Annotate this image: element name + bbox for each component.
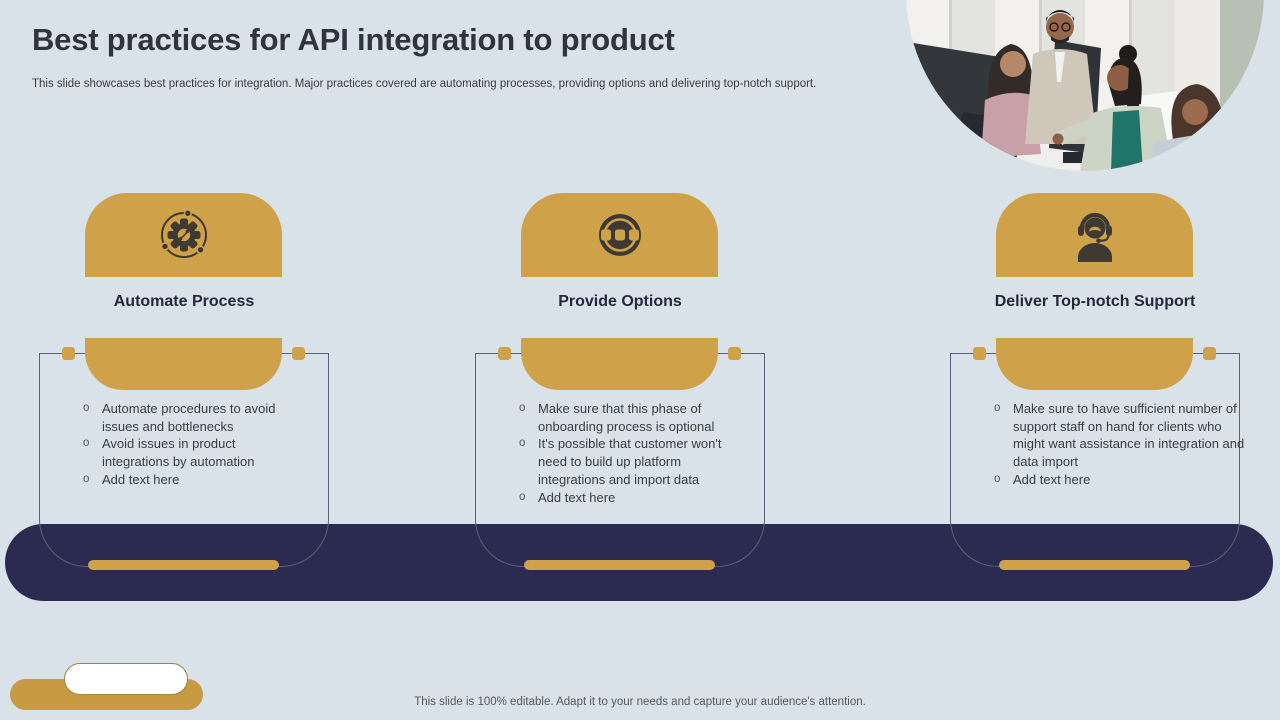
- icon-tab: [85, 193, 282, 277]
- connector-square-right: [292, 347, 305, 360]
- team-collaborating-at-computers-photo: [906, 0, 1264, 171]
- support-agent-headset-icon: [1077, 212, 1112, 262]
- bullet-list: Make sure to have sufficient number of s…: [993, 400, 1245, 489]
- icon-tab: [521, 193, 718, 277]
- bullet-item: Automate procedures to avoid issues and …: [82, 400, 297, 435]
- decorative-white-pill: [64, 663, 188, 695]
- footer-note: This slide is 100% editable. Adapt it to…: [414, 696, 866, 708]
- bullet-item: Make sure that this phase of onboarding …: [518, 400, 733, 435]
- connector-square-right: [728, 347, 741, 360]
- options-icon: [598, 214, 641, 256]
- slide-subtitle: This slide showcases best practices for …: [32, 78, 817, 90]
- page-title: Best practices for API integration to pr…: [32, 22, 675, 57]
- column-heading: Deliver Top-notch Support: [994, 293, 1196, 310]
- gold-underline-bar: [524, 560, 715, 570]
- gear-automation-icon: [160, 209, 207, 258]
- bullet-item: Add text here: [518, 489, 733, 507]
- bullet-list: Make sure that this phase of onboarding …: [518, 400, 733, 506]
- team-photo-circle: [905, 0, 1265, 172]
- gold-underline-bar: [88, 560, 279, 570]
- column-provide-options: Provide Options Make sure that this phas…: [455, 193, 785, 623]
- bullet-item: Add text here: [993, 471, 1245, 489]
- gold-bottom-tab: [85, 338, 282, 390]
- connector-square-left: [62, 347, 75, 360]
- bullet-item: Add text here: [82, 471, 297, 489]
- column-heading: Automate Process: [113, 293, 255, 310]
- column-automate-process: Automate Process Automate procedures to …: [19, 193, 349, 623]
- icon-tab: [996, 193, 1193, 277]
- gold-bottom-tab: [521, 338, 718, 390]
- bullet-item: Avoid issues in product integrations by …: [82, 435, 297, 470]
- column-heading: Provide Options: [558, 293, 682, 310]
- connector-square-left: [973, 347, 986, 360]
- connector-square-left: [498, 347, 511, 360]
- gold-underline-bar: [999, 560, 1190, 570]
- column-deliver-support: Deliver Top-notch Support Make sure to h…: [930, 193, 1260, 623]
- gold-bottom-tab: [996, 338, 1193, 390]
- bullet-item: It's possible that customer won't need t…: [518, 435, 733, 488]
- bullet-list: Automate procedures to avoid issues and …: [82, 400, 297, 489]
- bullet-item: Make sure to have sufficient number of s…: [993, 400, 1245, 471]
- connector-square-right: [1203, 347, 1216, 360]
